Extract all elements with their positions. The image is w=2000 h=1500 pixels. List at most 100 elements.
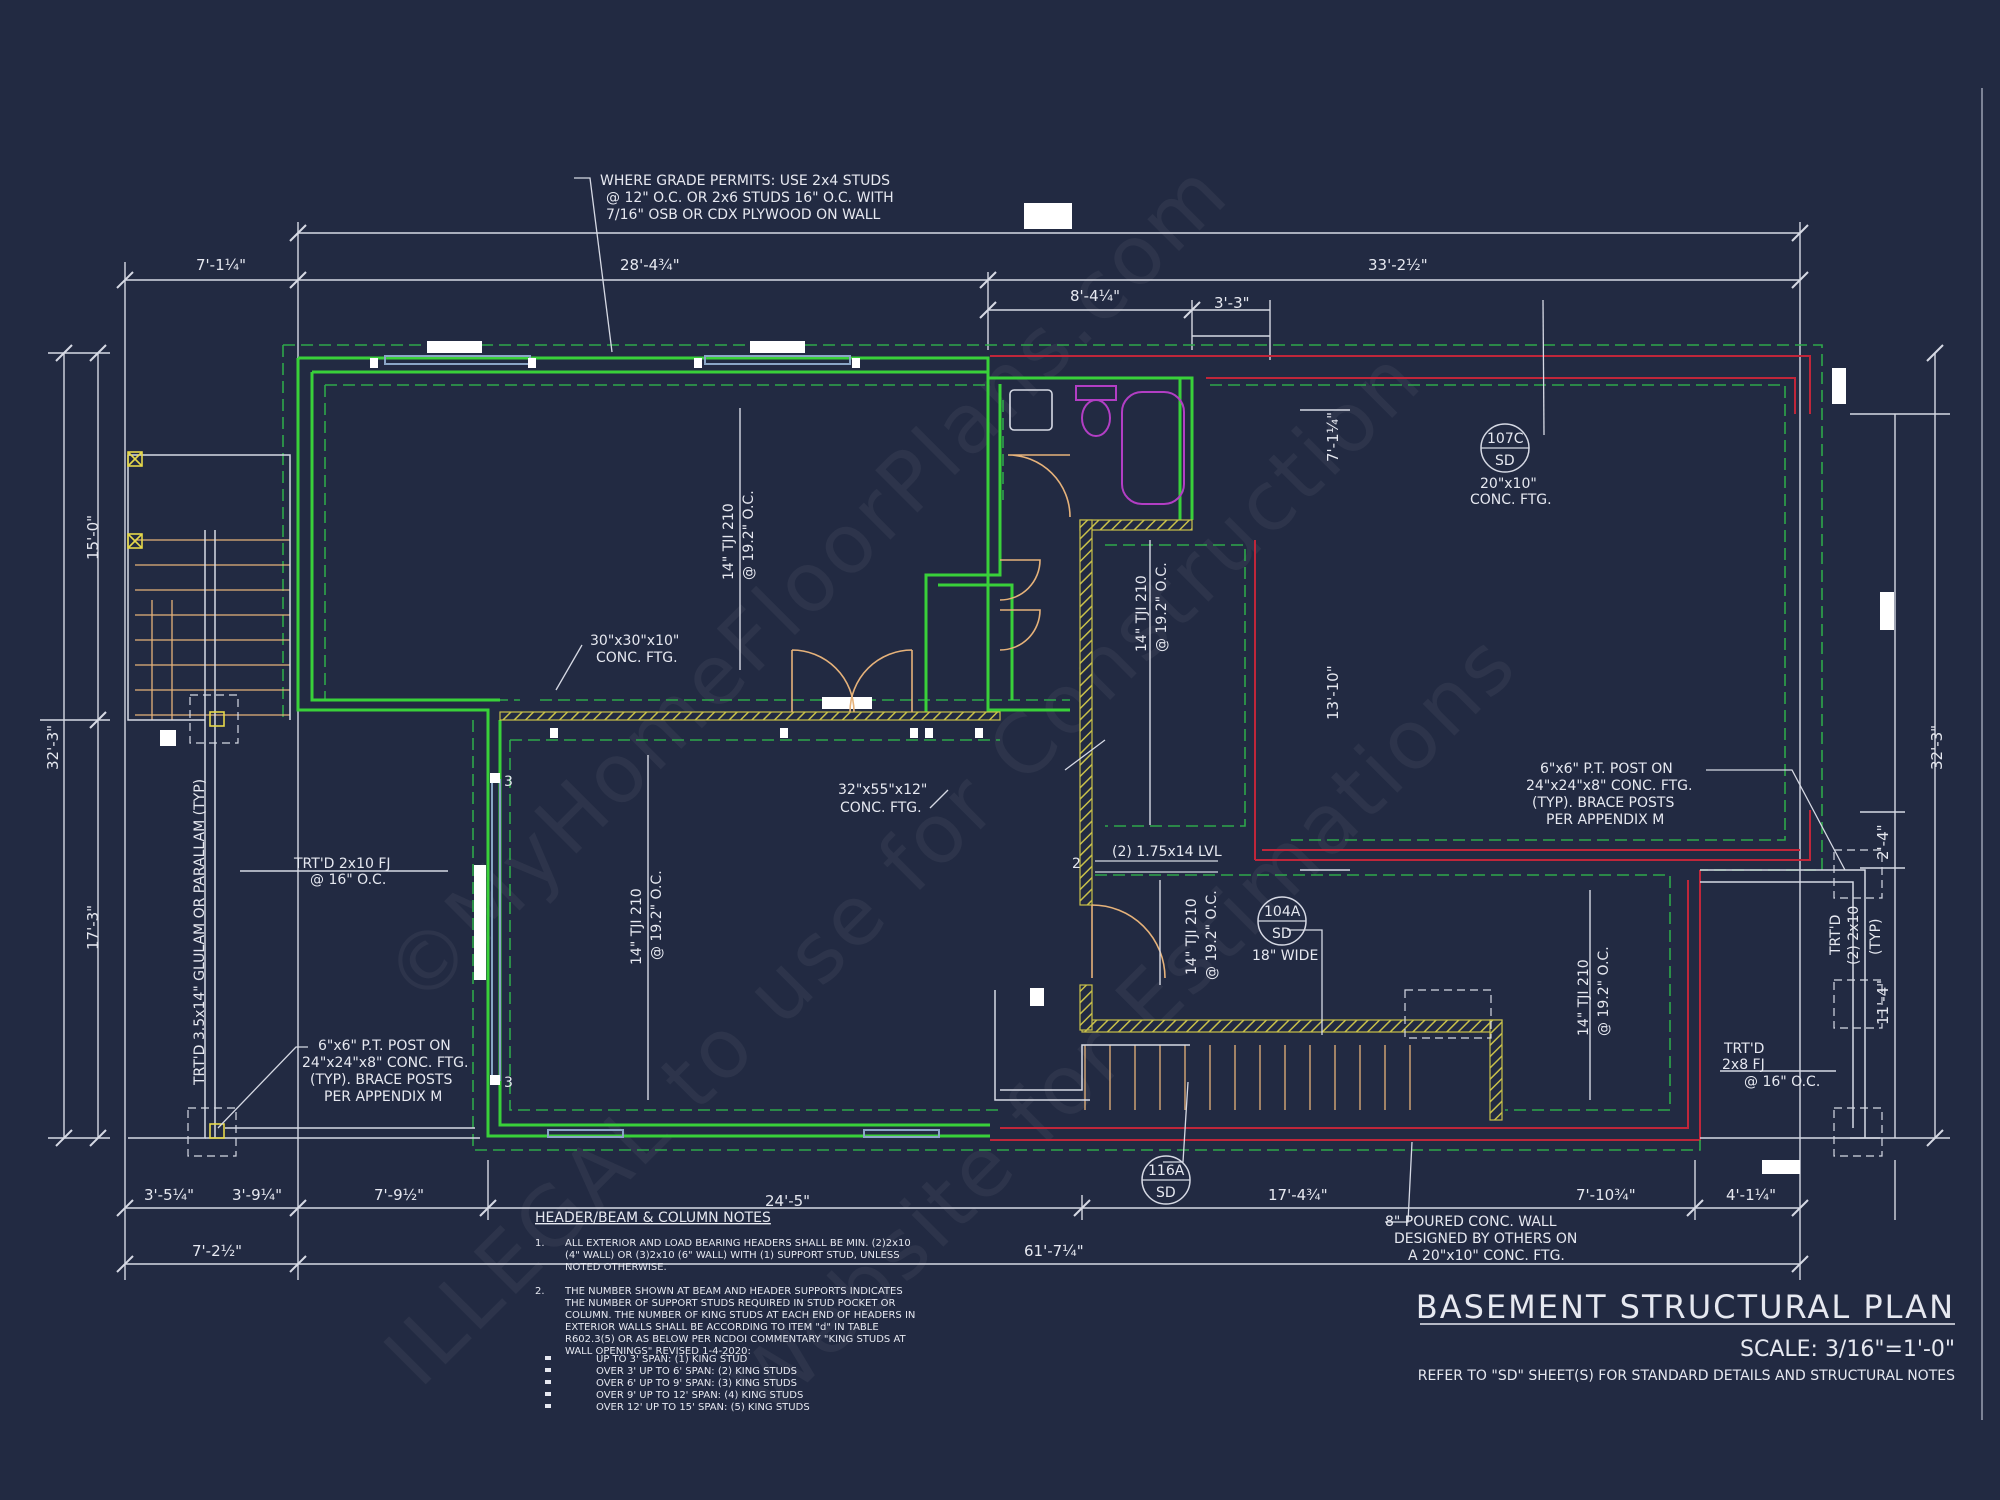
poured-wall-3: A 20"x10" CONC. FTG. [1408,1248,1565,1264]
post-left-2: 24"x24"x8" CONC. FTG. [302,1055,468,1071]
footing-20-line2: CONC. FTG. [1470,492,1552,508]
note-2-line-4: EXTERIOR WALLS SHALL BE ACCORDING TO ITE… [565,1322,879,1333]
king-stud-5: OVER 12' UP TO 15' SPAN: (5) KING STUDS [596,1402,810,1413]
tag-116a-top: 116A [1148,1163,1185,1179]
fixtures [1075,385,1185,505]
tji-label-5a: 14" TJI 210 [1576,959,1592,1036]
dim-mid-a: 7'-1¼" [1324,412,1342,462]
lvl-label: (2) 1.75x14 LVL [1112,844,1222,860]
dim-bot-4: 24'-5" [765,1192,810,1210]
dim-top-left: 7'-1¼" [196,256,246,274]
grade-note-3: 7/16" OSB OR CDX PLYWOOD ON WALL [606,207,881,223]
dim-left-upper: 15'-0" [84,515,102,560]
post-right-2: 24"x24"x8" CONC. FTG. [1526,778,1692,794]
bearing-walls [499,519,1503,1121]
dim-top-right: 33'-2½" [1368,256,1428,274]
trtd-2x8-2: 2x8 FJ [1722,1057,1765,1073]
grade-note-1: WHERE GRADE PERMITS: USE 2x4 STUDS [600,173,890,189]
dim-bot-row2-b: 61'-7¼" [1024,1242,1084,1260]
footing-32-line2: CONC. FTG. [840,800,922,816]
tji-label-1b: @ 19.2" O.C. [741,490,757,580]
stud-count-c: 2 [1072,856,1081,872]
post-left-4: PER APPENDIX M [324,1089,442,1105]
king-stud-4: OVER 9' UP TO 12' SPAN: (4) KING STUDS [596,1390,803,1401]
dim-mid-b: 13'-10" [1324,665,1342,720]
detail-tag-104a[interactable]: 104A SD [1257,896,1307,946]
tji-label-2a: 14" TJI 210 [629,888,645,965]
stairs [135,539,1411,1110]
tji-label-2b: @ 19.2" O.C. [649,870,665,960]
footing-30-line1: 30"x30"x10" [590,633,679,649]
detail-tag-116a[interactable]: 116A SD [1141,1155,1191,1205]
king-stud-2: OVER 3' UP TO 6' SPAN: (2) KING STUDS [596,1366,797,1377]
tji-label-5b: @ 19.2" O.C. [1596,946,1612,1036]
detail-tag-107c[interactable]: 107C SD [1480,423,1530,473]
tji-label-4a: 14" TJI 210 [1184,898,1200,975]
wide-label: 18" WIDE [1252,948,1318,964]
dim-left-lower: 17'-3" [84,905,102,950]
grade-note-2: @ 12" O.C. OR 2x6 STUDS 16" O.C. WITH [606,190,894,206]
note-2-line-3: COLUMN. THE NUMBER OF KING STUDS AT EACH… [565,1310,915,1321]
dim-bot-6: 7'-10¾" [1576,1186,1636,1204]
tag-107c-bottom: SD [1495,453,1515,469]
dim-top-mid: 28'-4¾" [620,256,680,274]
note-2-line-1: THE NUMBER SHOWN AT BEAM AND HEADER SUPP… [564,1286,903,1297]
tag-107c-top: 107C [1487,431,1524,447]
footing-20-line1: 20"x10" [1480,476,1537,492]
trtd-fj-1: TRT'D 2x10 FJ [293,856,391,872]
footing-30-line2: CONC. FTG. [596,650,678,666]
post-right-1: 6"x6" P.T. POST ON [1540,761,1673,777]
tji-label-4b: @ 19.2" O.C. [1204,890,1220,980]
dim-bot-1: 3'-5¼" [144,1186,194,1204]
notes-heading: HEADER/BEAM & COLUMN NOTES [535,1210,771,1226]
dimension-ticks [55,224,1944,1273]
dim-bot-7: 4'-1¼" [1726,1186,1776,1204]
trtd-header-1: TRT'D [1828,915,1844,956]
post-left-1: 6"x6" P.T. POST ON [318,1038,451,1054]
sheet-scale: SCALE: 3/16"=1'-0" [1740,1337,1955,1362]
dim-right-a: 2'-4" [1874,824,1892,860]
tji-label-1a: 14" TJI 210 [721,503,737,580]
dim-left-total: 32'-3" [44,725,62,770]
title-block: BASEMENT STRUCTURAL PLAN SCALE: 3/16"=1'… [1416,1288,1955,1384]
note-2-line-5: R602.3(5) OR AS BELOW PER NCDOI COMMENTA… [565,1334,907,1345]
tag-104a-bottom: SD [1272,926,1292,942]
doors [791,454,1166,979]
dim-bot-2: 3'-9¼" [232,1186,282,1204]
note-2-number: 2. [535,1286,545,1297]
post-right-3: (TYP). BRACE POSTS [1532,795,1674,811]
dim-bot-row2-a: 7'-2½" [192,1242,242,1260]
note-2-line-2: THE NUMBER OF SUPPORT STUDS REQUIRED IN … [564,1298,896,1309]
trtd-header-3: (TYP) [1868,919,1884,955]
leader-lines [217,177,1846,1223]
footing-32-line1: 32"x55"x12" [838,782,927,798]
header-beam-notes: HEADER/BEAM & COLUMN NOTES 1. ALL EXTERI… [535,1210,915,1413]
trtd-fj-2: @ 16" O.C. [310,872,386,888]
note-1-number: 1. [535,1238,545,1249]
sheet-refer-note: REFER TO "SD" SHEET(S) FOR STANDARD DETA… [1418,1368,1955,1384]
dim-right-b: 11'-4" [1874,980,1892,1025]
glulam-label: TRT'D 3.5x14" GLULAM OR PARALLAM (TYP) [192,779,208,1086]
tji-label-3a: 14" TJI 210 [1134,575,1150,652]
post-left-3: (TYP). BRACE POSTS [310,1072,452,1088]
dim-bot-3: 7'-9½" [374,1186,424,1204]
foundation-wall [990,355,1811,1141]
markers [160,203,1894,1174]
dim-bot-5: 17'-4¾" [1268,1186,1328,1204]
tag-116a-bottom: SD [1156,1185,1176,1201]
dim-right-total: 32'-3" [1928,725,1946,770]
trtd-2x8-3: @ 16" O.C. [1744,1074,1820,1090]
king-stud-3: OVER 6' UP TO 9' SPAN: (3) KING STUDS [596,1378,797,1389]
stud-count-a: 3 [504,774,513,790]
poured-wall-1: 8" POURED CONC. WALL [1385,1214,1557,1230]
right-header-lines [1700,869,1880,1139]
stud-count-b: 3 [504,1075,513,1091]
trtd-header-2: (2) 2x10 [1846,906,1862,965]
tag-104a-top: 104A [1264,904,1301,920]
sheet-title: BASEMENT STRUCTURAL PLAN [1416,1288,1955,1326]
post-footings [187,694,1883,1157]
tji-label-3b: @ 19.2" O.C. [1154,562,1170,652]
dim-sub-2: 3'-3" [1214,294,1250,312]
note-2-line-6: WALL OPENINGS" REVISED 1-4-2020: [565,1346,751,1357]
